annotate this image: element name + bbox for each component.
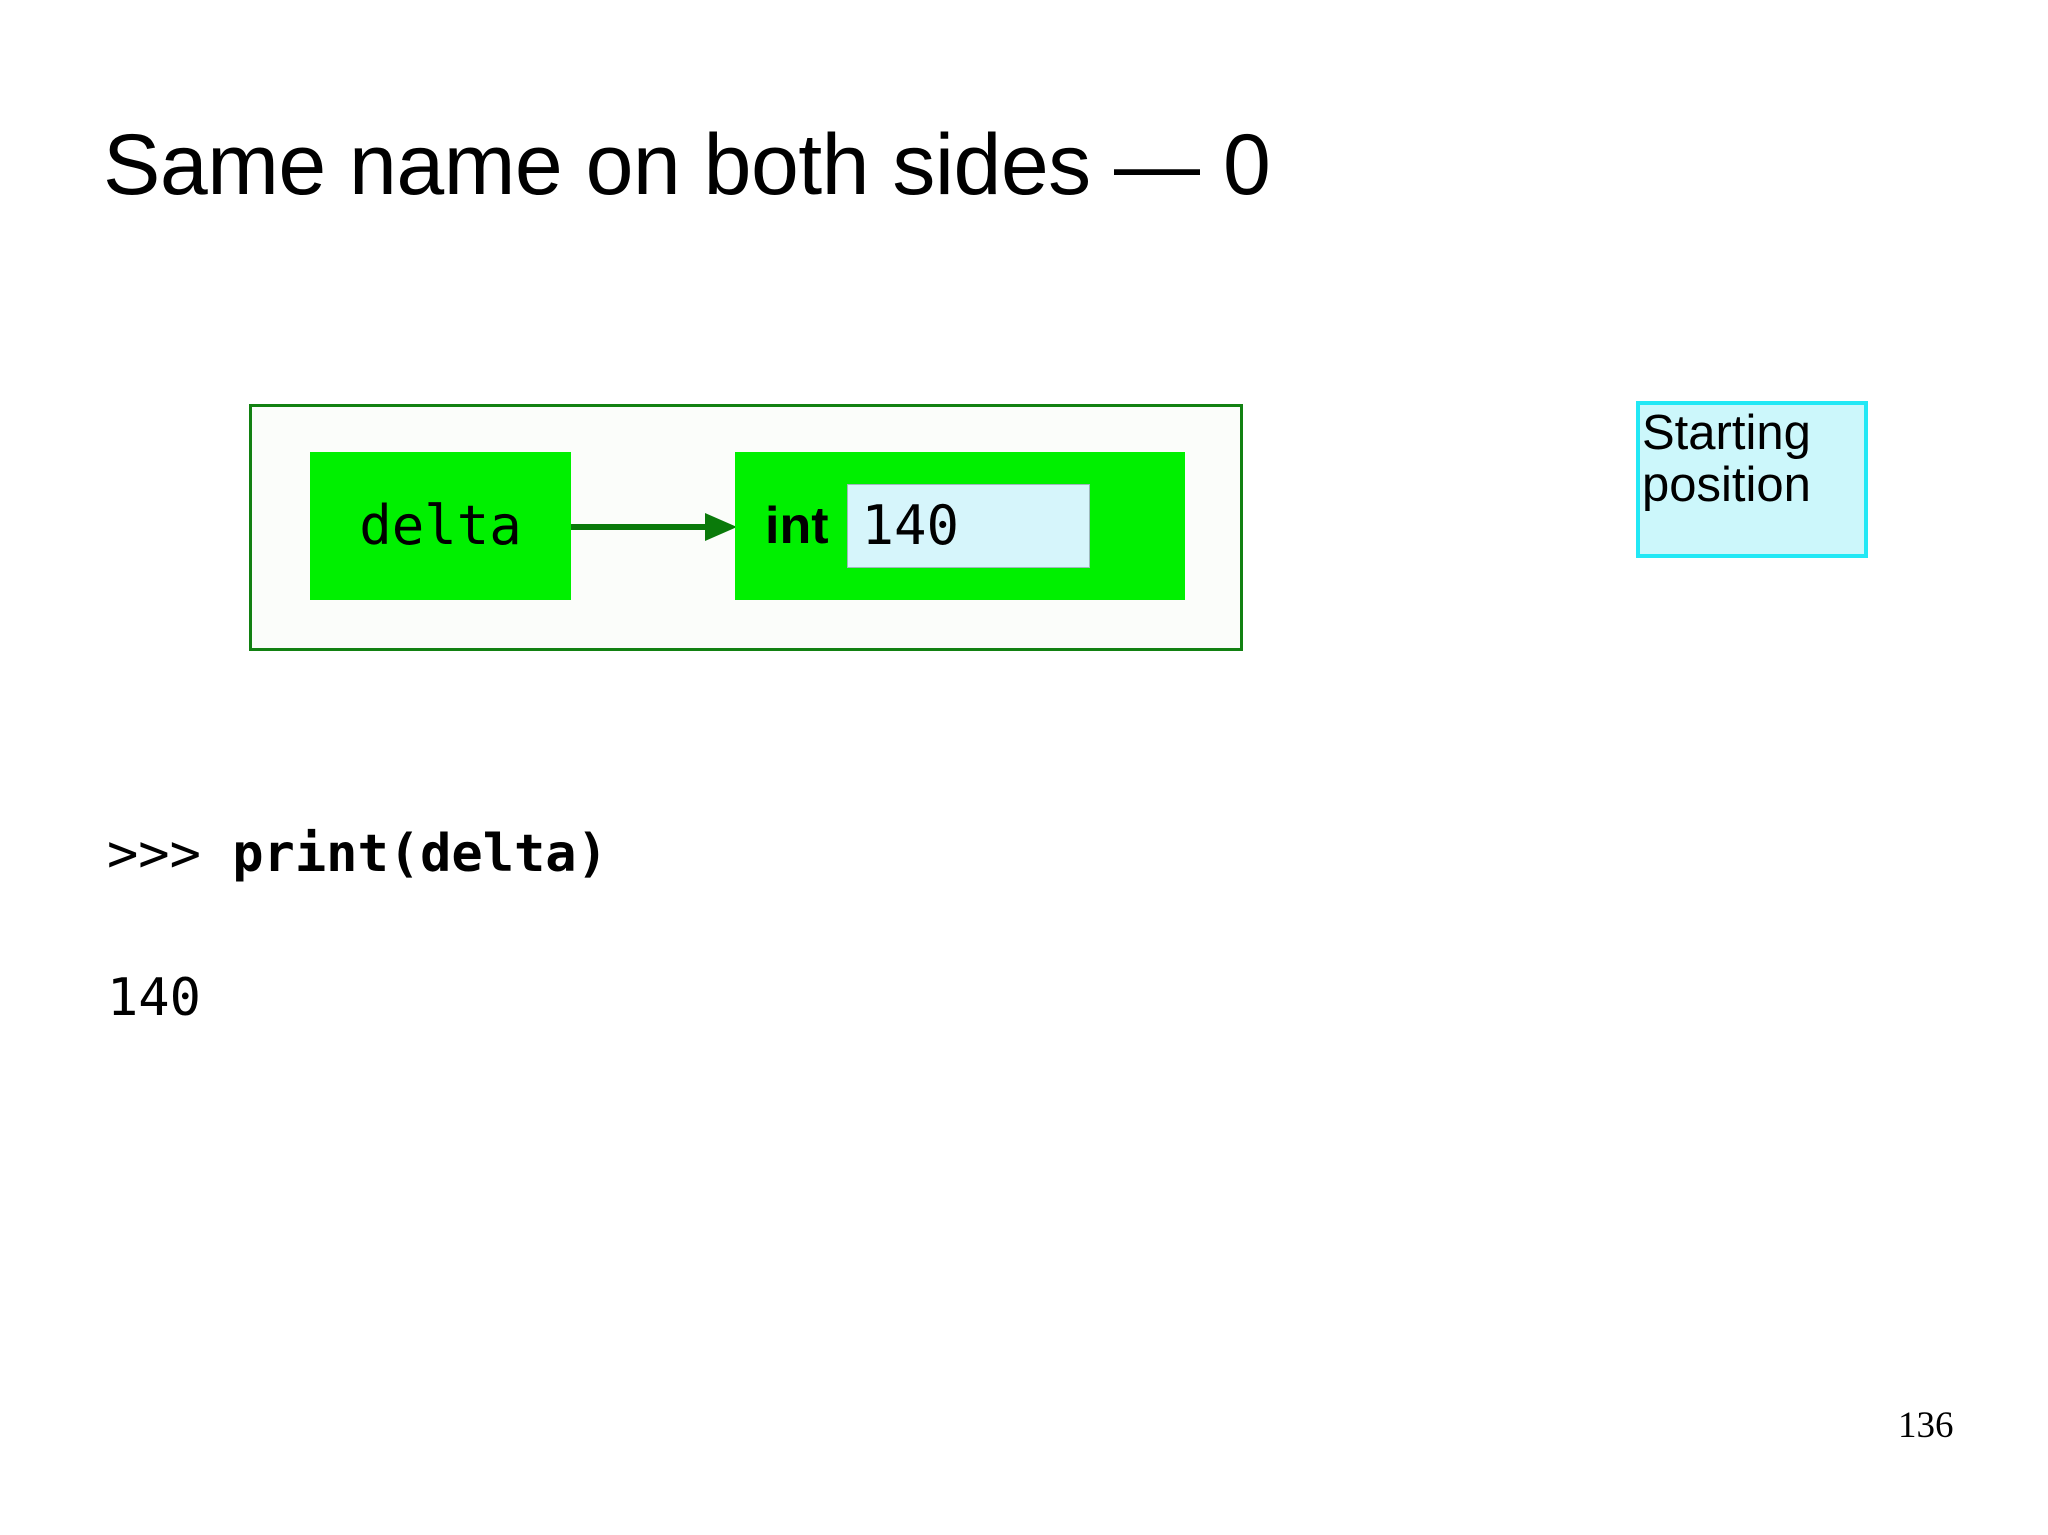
starting-position-callout: Starting position <box>1636 401 1868 558</box>
console-prompt-line: >>> print(delta) <box>107 828 608 880</box>
variable-name-label: delta <box>359 494 522 557</box>
variable-name-node: delta <box>310 452 571 600</box>
console-command-text: print(delta) <box>232 824 608 884</box>
console-prompt-symbol: >>> <box>107 824 233 884</box>
console-output-text: 140 <box>107 968 201 1028</box>
object-value-field: 140 <box>846 484 1090 568</box>
object-type-label: int <box>765 497 829 555</box>
starting-position-label: Starting position <box>1642 406 1811 513</box>
object-graph-frame: delta int 140 <box>249 404 1243 651</box>
page-title: Same name on both sides — 0 <box>103 117 1271 213</box>
arrow-right-icon <box>571 513 737 541</box>
value-object-node: int 140 <box>735 452 1185 600</box>
page-number: 136 <box>1898 1405 1954 1446</box>
object-value-label: 140 <box>861 494 960 557</box>
